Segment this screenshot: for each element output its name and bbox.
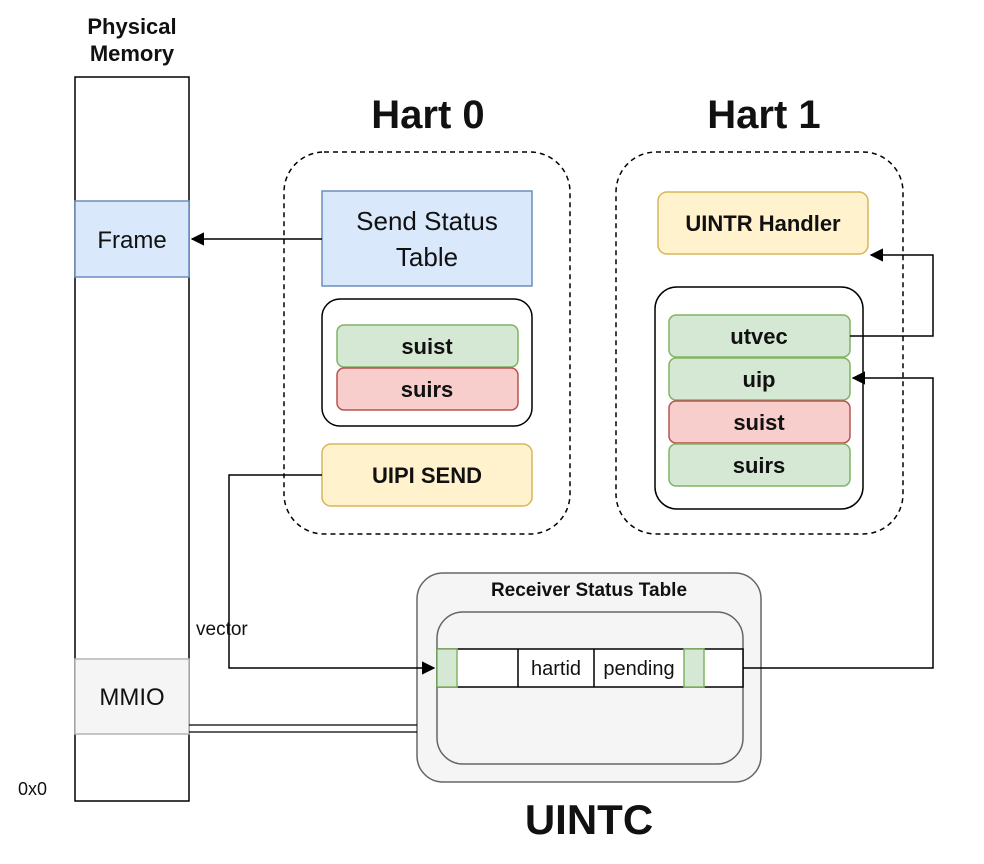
uintc-title: UINTC: [525, 796, 653, 843]
hart1-register-uip: [668, 357, 851, 401]
send-status-table: [321, 190, 533, 287]
send-status-label-line2: Table: [396, 242, 458, 272]
hart1-register-utvec-label: utvec: [730, 324, 787, 349]
hart0-register-suirs-label: suirs: [401, 377, 454, 402]
pending-cell: pending: [603, 658, 674, 680]
hart-1: Hart 1 UINTR Handler utvec uip suist sui…: [615, 93, 904, 535]
hart1-title: Hart 1: [707, 93, 820, 137]
vector-label: vector: [196, 619, 248, 640]
uintr-handler-label: UINTR Handler: [685, 211, 841, 236]
mmio-label: MMIO: [99, 684, 164, 711]
frame-label: Frame: [97, 227, 166, 254]
hart1-register-suist: [668, 400, 851, 444]
hart0-register-suirs: [336, 367, 519, 411]
hartid-cell: hartid: [531, 658, 581, 680]
memory-title-line1: Physical: [87, 14, 176, 39]
receiver-status-table: [436, 611, 744, 765]
connectors: vector: [189, 232, 934, 733]
hart1-register-suirs-label: suirs: [733, 453, 786, 478]
hart-0: Hart 0 Send Status Table suist suirs UIP…: [283, 93, 571, 535]
uintr-handler-block: [657, 191, 869, 255]
hart1-register-uip-label: uip: [743, 367, 776, 392]
memory-title-line2: Memory: [90, 41, 175, 66]
physical-memory: Physical Memory Frame MMIO 0x0: [18, 14, 190, 802]
uipi-send-vector-arrow: [228, 474, 436, 675]
frame-block: [74, 200, 190, 278]
send-status-label-line1: Send Status: [356, 206, 498, 236]
receiver-to-uip-arrow: [743, 371, 934, 669]
uipi-send-label: UIPI SEND: [372, 463, 482, 488]
hart0-register-suist-label: suist: [401, 334, 453, 359]
utvec-to-handler-arrow: [850, 248, 934, 337]
hart0-register-suist: [336, 324, 519, 368]
hart1-register-suirs: [668, 443, 851, 487]
hart1-register-suist-label: suist: [733, 410, 785, 435]
receiver-status-table-title: Receiver Status Table: [491, 580, 687, 601]
receiver-row-start-cell: [436, 648, 458, 688]
hart0-boundary: [283, 151, 571, 535]
address-zero-label: 0x0: [18, 779, 47, 799]
hart0-title: Hart 0: [371, 93, 484, 137]
uintc: Receiver Status Table hartid pending UIN…: [416, 572, 762, 843]
mmio-block: [74, 658, 190, 735]
hart1-boundary: [615, 151, 904, 535]
receiver-row-green-cell: [683, 648, 705, 688]
